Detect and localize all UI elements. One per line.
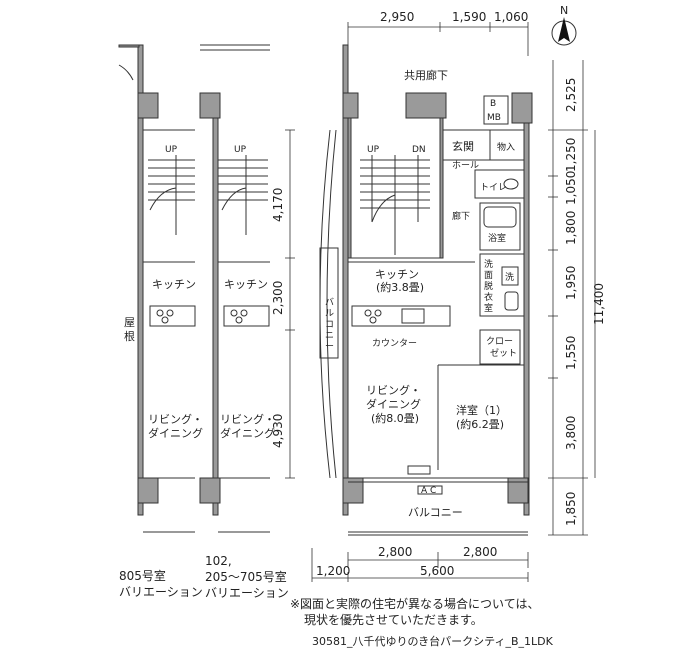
right-overall-dimension: 11,400 bbox=[592, 130, 606, 478]
living-label-1: リビング・ bbox=[366, 383, 421, 397]
mb-label: MB bbox=[487, 113, 501, 123]
dim-top-2950: 2,950 bbox=[380, 10, 414, 24]
svg-text:ー: ー bbox=[325, 342, 334, 352]
dim-right-1850: 1,850 bbox=[564, 492, 578, 526]
dim-right-1950: 1,950 bbox=[564, 266, 578, 300]
entrance-label: 玄関 bbox=[452, 139, 474, 153]
svg-text:面: 面 bbox=[484, 270, 493, 281]
disclaimer-note: ※図面と実際の住宅が異なる場合については、 現状を優先させていただきます。 bbox=[290, 597, 540, 627]
kitchen-size-label: (約3.8畳) bbox=[376, 280, 424, 294]
property-code: 30581_八千代ゆりのき台パークシティ_B_1LDK bbox=[312, 635, 553, 648]
b-label: B bbox=[490, 99, 496, 109]
variation-102-plan: UP キッチン リビング・ ダイニング bbox=[199, 44, 275, 533]
var102-kitchen: キッチン bbox=[224, 278, 268, 291]
svg-text:コ: コ bbox=[325, 320, 334, 330]
dim-top-1590: 1,590 bbox=[452, 10, 486, 24]
svg-text:ニ: ニ bbox=[325, 331, 334, 341]
dim-left-4930: 4,930 bbox=[271, 414, 285, 448]
counter-label: カウンター bbox=[372, 338, 417, 349]
var805-kitchen: キッチン bbox=[152, 278, 196, 291]
var805-living-2: ダイニング bbox=[148, 426, 203, 440]
svg-text:室: 室 bbox=[484, 302, 493, 314]
dim-right-1050: 1,050 bbox=[564, 171, 578, 205]
caption-102: 102, 205～705号室 バリエーション bbox=[205, 554, 289, 600]
var805-living-1: リビング・ bbox=[148, 412, 203, 426]
storage-label: 物入 bbox=[497, 141, 515, 153]
stairs: UP DN bbox=[360, 145, 430, 255]
svg-text:衣: 衣 bbox=[484, 291, 493, 303]
dim-right-1250: 1,250 bbox=[564, 138, 578, 172]
var102-living-1: リビング・ bbox=[220, 412, 275, 426]
hall-label: ホール bbox=[452, 160, 479, 171]
top-dimension-line: 2,950 1,590 1,060 bbox=[347, 10, 529, 56]
north-compass-icon: N bbox=[551, 4, 577, 46]
washroom-label: 洗 面 脱 衣 室 bbox=[484, 258, 493, 314]
var805-stair-up: UP bbox=[165, 145, 178, 155]
stair-up-label: UP bbox=[367, 145, 380, 155]
var102-living-2: ダイニング bbox=[220, 426, 275, 440]
dim-right-overall: 11,400 bbox=[592, 283, 606, 325]
svg-text:洗: 洗 bbox=[484, 258, 493, 270]
side-balcony-label: バ ル コ ニ ー bbox=[325, 297, 334, 352]
var805-roof-1: 屋 bbox=[124, 316, 135, 329]
svg-text:ル: ル bbox=[325, 309, 334, 319]
dim-bottom-2800a: 2,800 bbox=[378, 545, 412, 559]
toilet-label: トイレ bbox=[480, 183, 507, 193]
washer-label: 洗 bbox=[505, 271, 514, 283]
dim-bottom-2800b: 2,800 bbox=[463, 545, 497, 559]
balcony-label: バルコニー bbox=[408, 506, 463, 519]
ac-label: A C bbox=[421, 486, 436, 496]
kitchen-label: キッチン bbox=[375, 268, 419, 281]
bottom-dimension-lines: 2,800 2,800 1,200 5,600 bbox=[311, 545, 529, 582]
right-dimension-line: 2,525 1,250 1,050 1,800 1,950 11,400 1,5… bbox=[548, 60, 588, 536]
svg-text:脱: 脱 bbox=[484, 280, 493, 292]
dim-right-3800: 3,800 bbox=[564, 416, 578, 450]
var805-roof-2: 根 bbox=[124, 329, 135, 343]
living-label-2: ダイニング bbox=[366, 397, 421, 411]
hallway-label: 廊下 bbox=[452, 210, 470, 222]
dim-left-2300: 2,300 bbox=[271, 281, 285, 315]
stair-dn-label: DN bbox=[412, 145, 426, 155]
var102-stair-up: UP bbox=[234, 145, 247, 155]
variation-805-plan: UP キッチン リビング・ ダイニング 屋 根 bbox=[118, 44, 203, 533]
dim-left-4170: 4,170 bbox=[271, 188, 285, 222]
left-dimension-line: 4,170 2,300 4,930 bbox=[271, 129, 295, 479]
dim-right-1800: 1,800 bbox=[564, 211, 578, 245]
dim-bottom-1200: 1,200 bbox=[316, 564, 350, 578]
dim-right-2525: 2,525 bbox=[564, 78, 578, 112]
living-size-label: (約8.0畳) bbox=[371, 411, 419, 425]
svg-text:バ: バ bbox=[325, 297, 334, 308]
dim-top-1060: 1,060 bbox=[494, 10, 528, 24]
compass-label: N bbox=[560, 4, 568, 17]
corridor-label: 共用廊下 bbox=[404, 68, 448, 82]
western-room-label: 洋室（1） bbox=[456, 403, 507, 417]
closet-label-2: ゼット bbox=[490, 347, 517, 359]
caption-805: 805号室 バリエーション bbox=[119, 569, 203, 599]
closet-label-1: クロー bbox=[486, 336, 513, 347]
dim-right-1550: 1,550 bbox=[564, 336, 578, 370]
main-unit-plan: UP DN 共用廊下 B MB 玄関 物入 ホール トイレ 廊下 浴室 bbox=[319, 44, 533, 536]
bath-label: 浴室 bbox=[488, 232, 506, 244]
dim-bottom-5600: 5,600 bbox=[420, 564, 454, 578]
western-room-size-label: (約6.2畳) bbox=[456, 417, 504, 431]
